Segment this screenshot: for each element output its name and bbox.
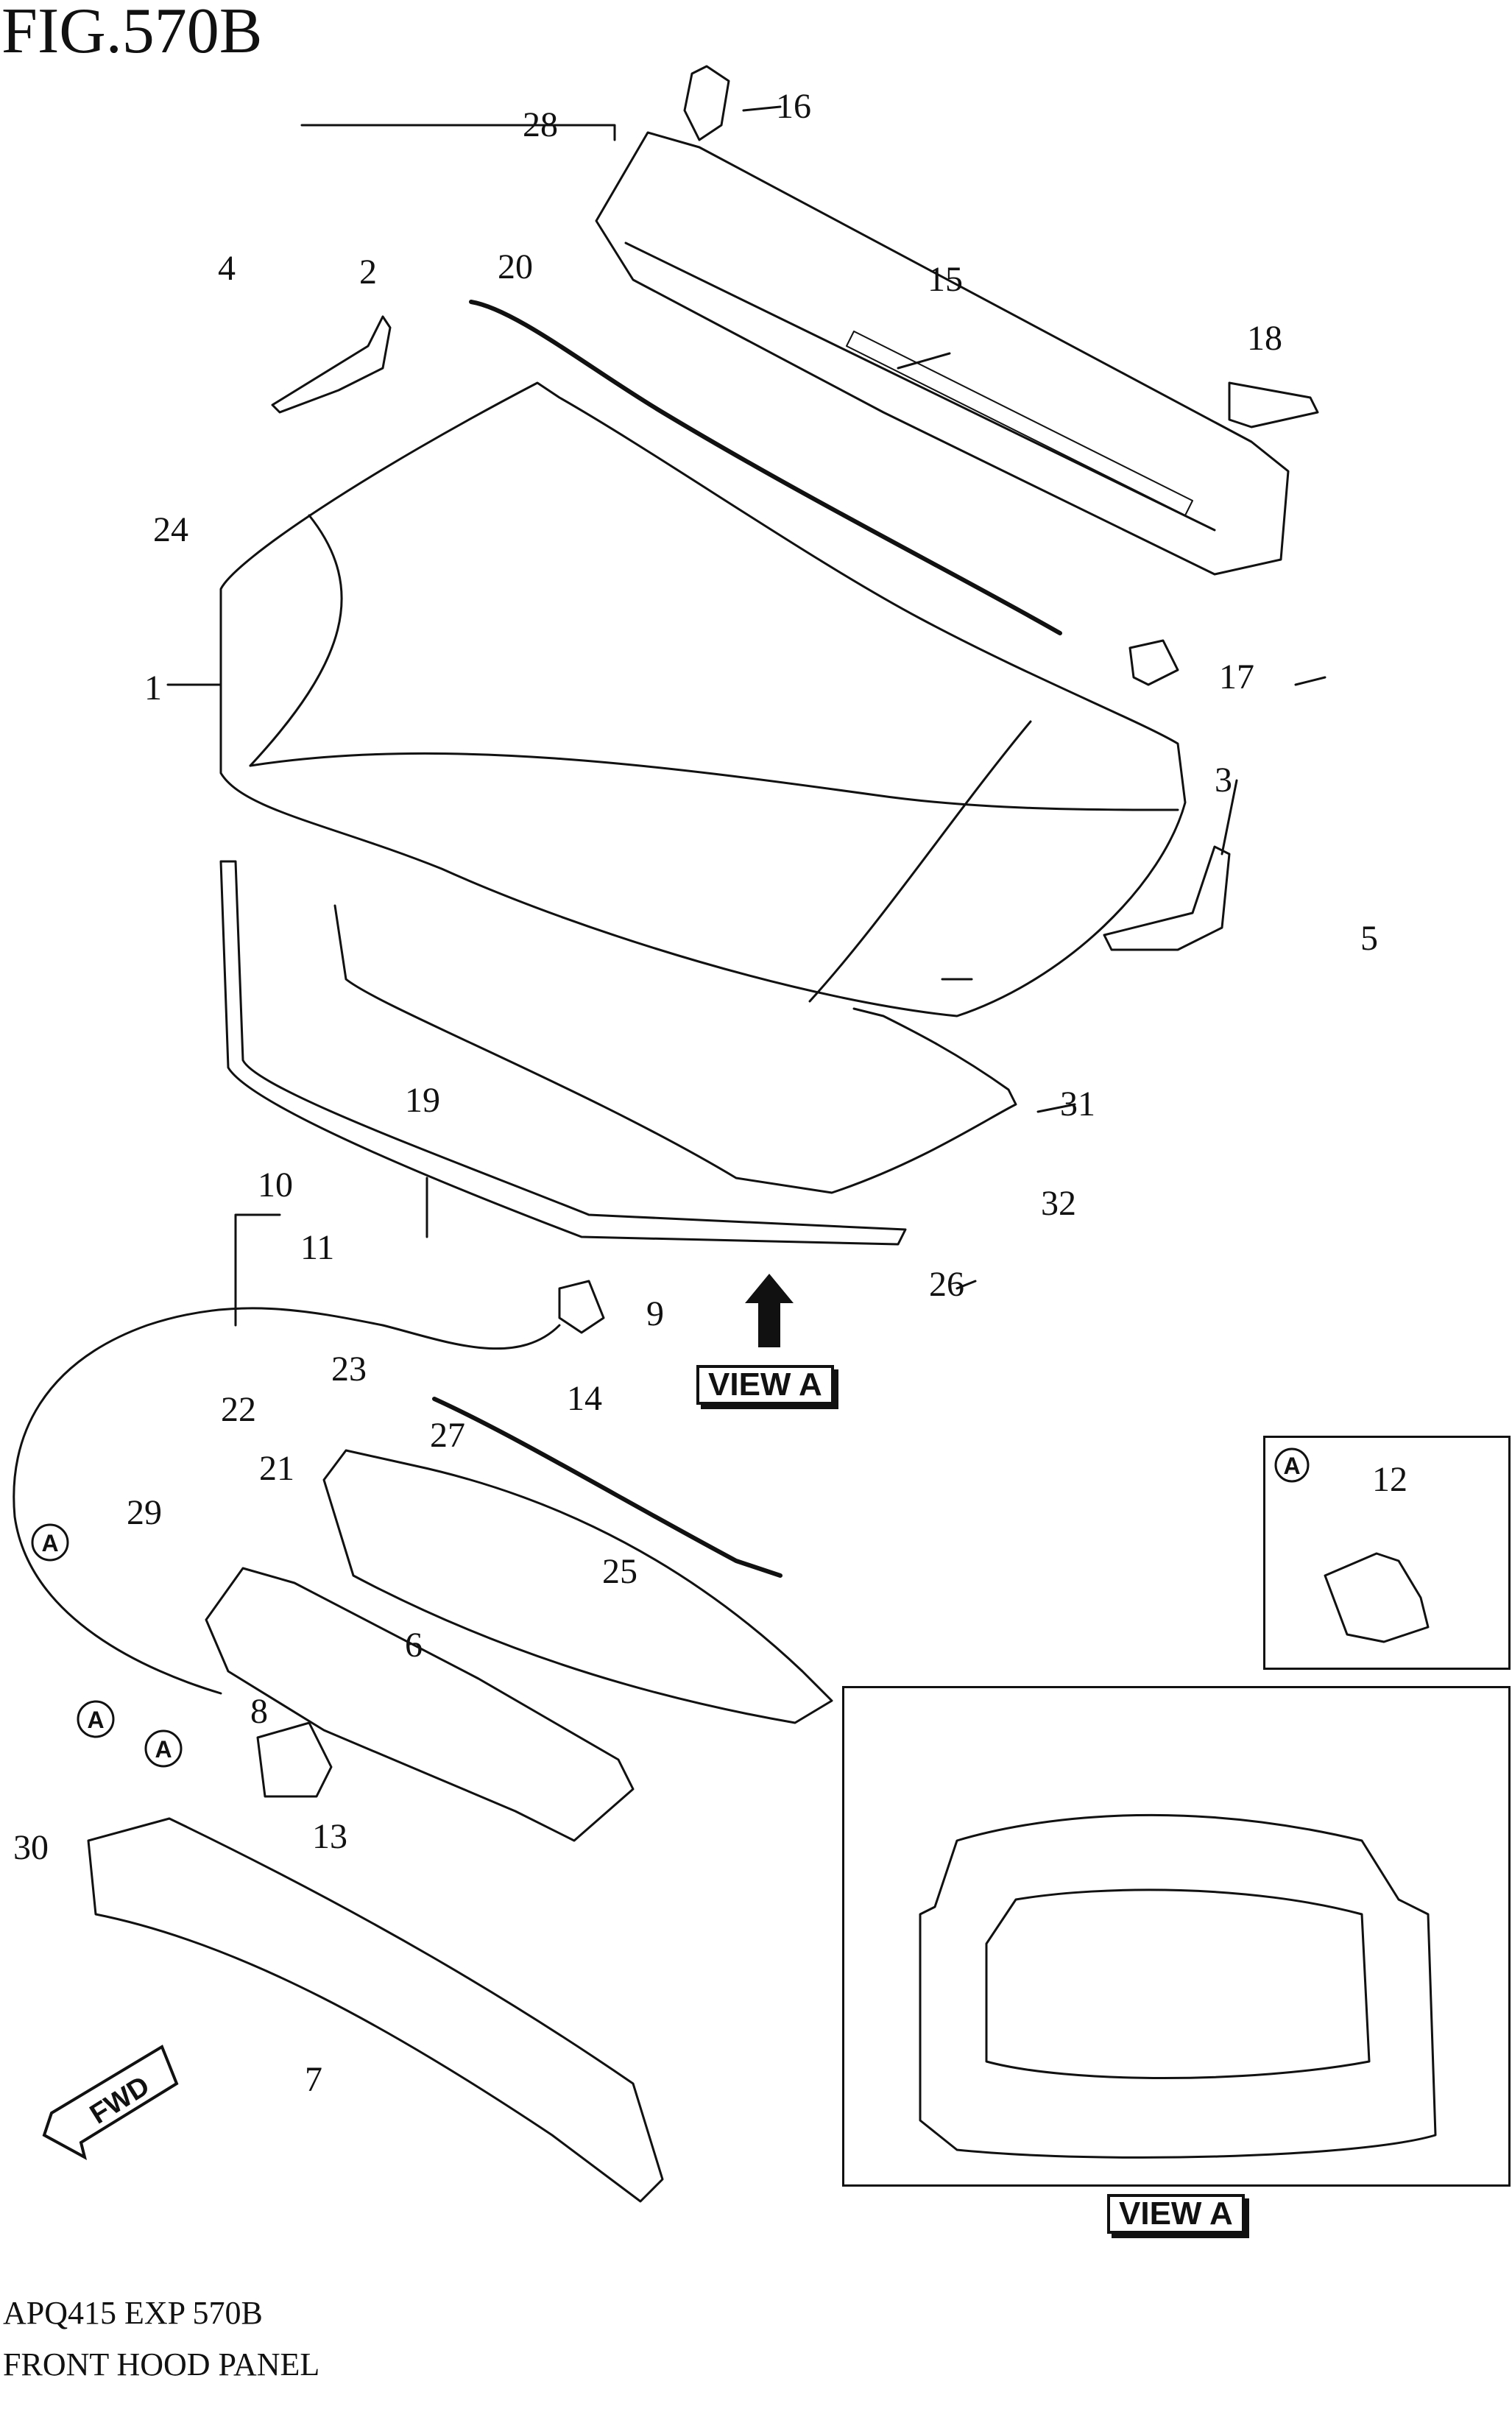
hood-latch-cover xyxy=(1324,1552,1430,1643)
cowl-clip xyxy=(1128,639,1179,686)
callout-2: 2 xyxy=(359,253,377,292)
part-callouts: 1 2 3 4 5 6 7 8 9 10 11 12 13 14 15 16 1… xyxy=(13,87,1407,2099)
view-a-inset-label: VIEW A xyxy=(1107,2194,1245,2234)
fwd-arrow: FWD xyxy=(42,2045,179,2160)
radiator-support-upper xyxy=(322,1449,833,1724)
view-a-label: VIEW A xyxy=(696,1365,834,1405)
hood-underside-outline xyxy=(919,1813,1437,2159)
callout-22: 22 xyxy=(221,1390,256,1429)
ref-a-letter-1: A xyxy=(41,1530,58,1556)
cowl-end-cap xyxy=(1228,381,1319,428)
hood-panel xyxy=(219,381,1187,1017)
hood-front-seal xyxy=(219,860,907,1246)
callout-14: 14 xyxy=(567,1379,602,1418)
callout-15: 15 xyxy=(928,260,963,299)
hood-insulator xyxy=(333,904,1017,1194)
callout-11: 11 xyxy=(300,1228,334,1267)
callout-28: 28 xyxy=(523,105,558,144)
view-a-detail-box xyxy=(842,1686,1511,2187)
footer-code: APQ415 EXP 570B xyxy=(3,2295,263,2331)
callout-27: 27 xyxy=(430,1416,465,1455)
ref-a-letter-3: A xyxy=(155,1736,172,1763)
footer-name: FRONT HOOD PANEL xyxy=(3,2346,320,2382)
ref-a-letter-inset: A xyxy=(1283,1453,1300,1479)
front-bumper-reinforcement xyxy=(87,1817,664,2203)
callout-26: 26 xyxy=(929,1265,964,1304)
figure-title: FIG.570B xyxy=(1,0,263,67)
callout-20: 20 xyxy=(498,247,533,286)
callout-6: 6 xyxy=(405,1626,423,1665)
callout-9: 9 xyxy=(646,1294,664,1333)
ref-a-circle-2 xyxy=(77,1700,115,1738)
callout-8: 8 xyxy=(250,1692,268,1731)
callout-16: 16 xyxy=(776,87,811,126)
hood-support-rod xyxy=(432,1397,783,1578)
ref-a-circle-3 xyxy=(144,1729,183,1768)
hood-weatherstrip xyxy=(469,300,1062,635)
hood-release-cable xyxy=(13,1307,384,1695)
callout-12: 12 xyxy=(1372,1460,1407,1499)
callout-7: 7 xyxy=(305,2060,322,2099)
ref-a-circle-1 xyxy=(31,1523,69,1562)
callout-29: 29 xyxy=(127,1493,162,1532)
callout-13: 13 xyxy=(312,1817,347,1856)
callout-31: 31 xyxy=(1060,1084,1095,1124)
view-a-arrow xyxy=(745,1274,794,1347)
callout-32: 32 xyxy=(1041,1184,1076,1223)
reference-markers xyxy=(31,1447,1310,1768)
hood-hinge-left xyxy=(271,315,392,414)
hood-hinge-right xyxy=(1103,845,1231,951)
ref-a-circle-inset xyxy=(1274,1447,1310,1483)
callout-5: 5 xyxy=(1360,919,1378,958)
callout-19: 19 xyxy=(405,1081,440,1120)
callout-10: 10 xyxy=(258,1165,293,1204)
callout-4: 4 xyxy=(218,249,236,288)
callout-18: 18 xyxy=(1247,319,1282,358)
callout-21: 21 xyxy=(259,1449,294,1488)
callout-30: 30 xyxy=(13,1828,49,1867)
callout-3: 3 xyxy=(1215,761,1232,800)
callout-23: 23 xyxy=(331,1350,367,1389)
callout-17: 17 xyxy=(1219,657,1254,696)
cowl-top-panel xyxy=(595,131,1290,576)
inset-a-detail-box xyxy=(1263,1436,1511,1670)
callout-1: 1 xyxy=(144,669,162,708)
hood-latch xyxy=(256,1721,333,1798)
hood-lock xyxy=(558,1280,605,1334)
callout-25: 25 xyxy=(602,1552,637,1591)
callout-24: 24 xyxy=(153,510,188,549)
cowl-side-piece xyxy=(683,65,730,141)
ref-a-letter-2: A xyxy=(87,1707,104,1733)
hood-latch-support xyxy=(205,1567,635,1842)
